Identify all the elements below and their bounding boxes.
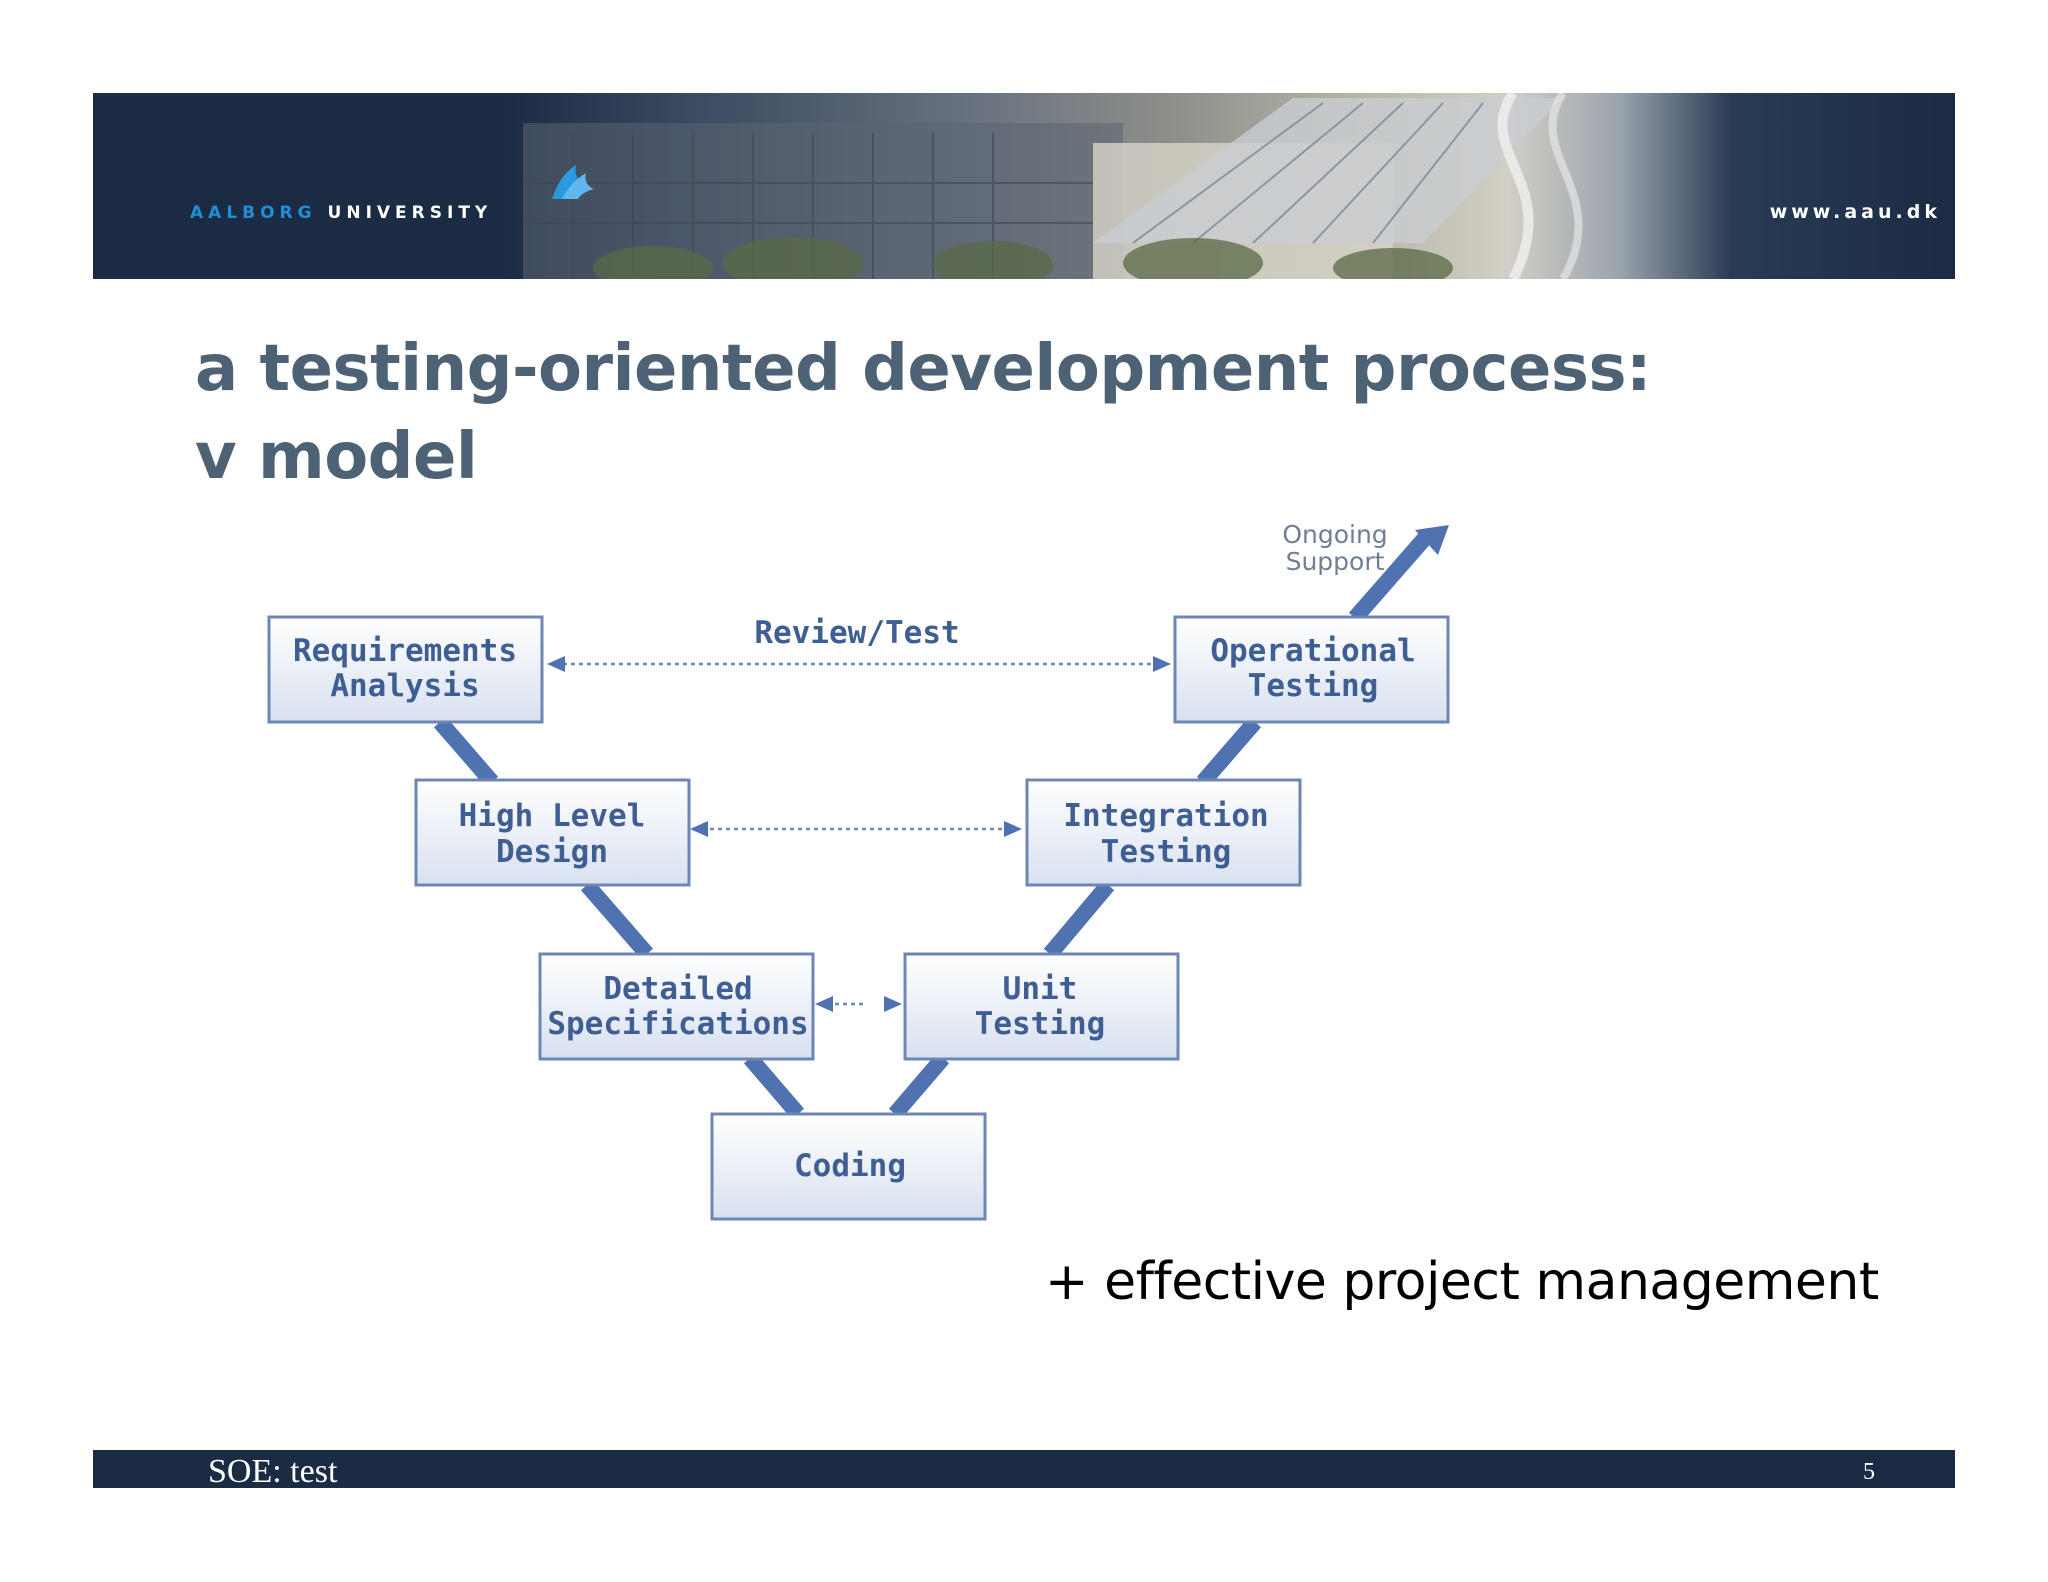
ongoing-support-label-line-1: Ongoing bbox=[1282, 520, 1387, 549]
university-logo-text: AALBORG UNIVERSITY bbox=[190, 203, 493, 223]
connector-unit-to-integration bbox=[1043, 879, 1115, 960]
website-url: www.aau.dk bbox=[1769, 201, 1941, 223]
svg-text:Design: Design bbox=[496, 834, 608, 870]
svg-text:Operational: Operational bbox=[1210, 633, 1415, 669]
v-model-diagram: Requirements Analysis High Level Design … bbox=[267, 520, 1450, 1221]
box-high-level-design: High Level Design bbox=[414, 778, 691, 887]
box-detailed-specifications: Detailed Specifications bbox=[538, 952, 815, 1061]
box-operational-testing: Operational Testing bbox=[1173, 615, 1450, 724]
ongoing-support-label-line-2: Support bbox=[1286, 547, 1385, 576]
project-management-note: + effective project management bbox=[1045, 1252, 1879, 1312]
footer-bar: SOE: test 5 bbox=[93, 1450, 1955, 1490]
svg-text:Coding: Coding bbox=[794, 1148, 906, 1184]
support-arrowhead bbox=[1415, 525, 1449, 555]
svg-text:Requirements: Requirements bbox=[293, 633, 517, 669]
svg-text:Analysis: Analysis bbox=[330, 668, 479, 704]
campus-building-image bbox=[523, 93, 1583, 279]
svg-text:Testing: Testing bbox=[1101, 834, 1232, 870]
svg-text:High Level: High Level bbox=[459, 798, 646, 834]
review-test-label: Review/Test bbox=[754, 615, 959, 651]
connector-req-to-high bbox=[433, 716, 499, 788]
box-coding: Coding bbox=[710, 1112, 987, 1221]
svg-text:Specifications: Specifications bbox=[547, 1006, 808, 1042]
svg-text:Unit: Unit bbox=[1003, 971, 1078, 1007]
slide-title: a testing-oriented development process: … bbox=[195, 325, 1652, 501]
box-requirements-analysis: Requirements Analysis bbox=[267, 615, 544, 724]
university-logo-icon bbox=[552, 165, 594, 199]
connector-detailed-to-coding bbox=[743, 1052, 805, 1120]
svg-text:Integration: Integration bbox=[1063, 798, 1268, 834]
page-number: 5 bbox=[1863, 1459, 1875, 1485]
svg-text:Testing: Testing bbox=[975, 1006, 1106, 1042]
connector-coding-to-unit bbox=[888, 1052, 950, 1120]
svg-text:Testing: Testing bbox=[1248, 668, 1379, 704]
header-banner: AALBORG UNIVERSITY www.aau.dk bbox=[93, 93, 1955, 279]
title-line-1: a testing-oriented development process: bbox=[195, 332, 1652, 406]
connector-integration-to-operational bbox=[1196, 716, 1262, 788]
svg-text:Detailed: Detailed bbox=[603, 971, 752, 1007]
box-integration-testing: Integration Testing bbox=[1025, 778, 1302, 887]
connector-operational-to-support bbox=[1348, 532, 1432, 624]
box-unit-testing: Unit Testing bbox=[903, 952, 1180, 1061]
footer-course-label: SOE: test bbox=[208, 1453, 338, 1490]
title-line-2: v model bbox=[195, 420, 478, 494]
connector-high-to-detailed bbox=[580, 879, 654, 960]
